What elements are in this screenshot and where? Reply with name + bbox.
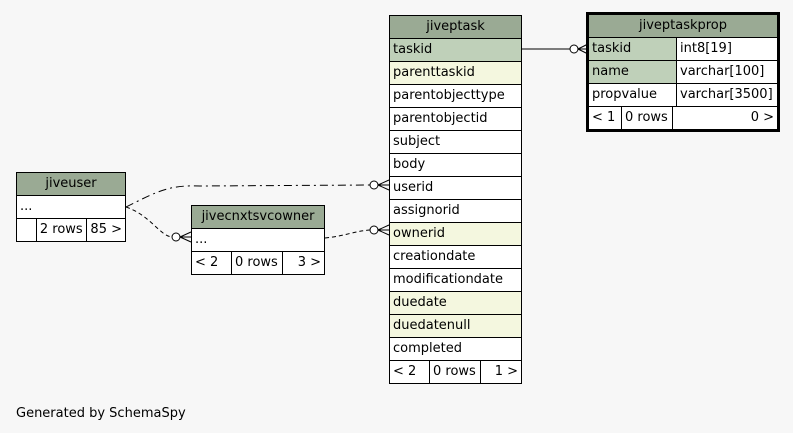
column-ownerid: ownerid bbox=[390, 223, 521, 246]
column-creationdate: creationdate bbox=[390, 246, 521, 269]
relation-cnxt-crowfoot bbox=[179, 231, 192, 243]
row-count: 0 rows bbox=[430, 361, 481, 383]
table-jiveptask[interactable]: jiveptask taskid parenttaskid parentobje… bbox=[389, 15, 522, 384]
children-count: 0 > bbox=[750, 110, 774, 125]
generated-by-label: Generated by SchemaSpy bbox=[16, 406, 186, 421]
relation-userid-crowfoot bbox=[377, 179, 390, 191]
column-type: varchar[3500] bbox=[680, 87, 773, 102]
relation-ownerid-zero-marker bbox=[369, 225, 379, 235]
relation-taskid-zero-marker bbox=[569, 44, 579, 54]
table-footer: < 2 0 rows 1 > bbox=[390, 361, 521, 383]
row-count: 0 rows bbox=[622, 107, 673, 129]
relation-cnxt bbox=[125, 206, 173, 238]
parents-count: < 2 bbox=[192, 252, 232, 274]
column-userid: userid bbox=[390, 177, 521, 200]
children-count: 1 > bbox=[494, 364, 518, 379]
table-title: jiveuser bbox=[17, 173, 125, 196]
column-type: int8[19] bbox=[680, 41, 732, 56]
column-parenttaskid: parenttaskid bbox=[390, 62, 521, 85]
table-title: jivecnxtsvcowner bbox=[192, 206, 324, 229]
column-completed: completed bbox=[390, 338, 521, 361]
column-propvalue: propvalue varchar[3500] bbox=[589, 84, 777, 107]
relation-userid bbox=[125, 184, 371, 208]
column-name: name bbox=[589, 61, 677, 83]
column-modificationdate: modificationdate bbox=[390, 269, 521, 292]
table-jivecnxtsvcowner[interactable]: jivecnxtsvcowner ... < 2 0 rows 3 > bbox=[191, 205, 325, 275]
relation-cnxt-zero-marker bbox=[171, 232, 181, 242]
column-assignorid: assignorid bbox=[390, 200, 521, 223]
column-taskid: taskid int8[19] bbox=[589, 38, 777, 61]
column-body: body bbox=[390, 154, 521, 177]
parents-count: < 2 bbox=[390, 361, 430, 383]
relation-ownerid-crowfoot bbox=[377, 224, 390, 236]
table-jiveuser[interactable]: jiveuser ... 2 rows 85 > bbox=[16, 172, 126, 242]
relation-userid-zero-marker bbox=[369, 180, 379, 190]
column-ellipsis: ... bbox=[192, 229, 324, 252]
column-duedate: duedate bbox=[390, 292, 521, 315]
table-footer: 2 rows 85 > bbox=[17, 219, 125, 241]
table-title: jiveptask bbox=[390, 16, 521, 39]
relation-ownerid bbox=[324, 229, 371, 239]
column-type: varchar[100] bbox=[680, 64, 765, 79]
column-parentobjecttype: parentobjecttype bbox=[390, 85, 521, 108]
column-name: propvalue bbox=[589, 84, 677, 106]
parents-count bbox=[17, 219, 37, 241]
parents-count: < 1 bbox=[589, 107, 622, 129]
column-name: taskid bbox=[589, 38, 677, 60]
column-taskid: taskid bbox=[390, 39, 521, 62]
table-footer: < 1 0 rows 0 > bbox=[589, 107, 777, 129]
table-footer: < 2 0 rows 3 > bbox=[192, 252, 324, 274]
column-parentobjectid: parentobjectid bbox=[390, 108, 521, 131]
column-ellipsis: ... bbox=[17, 196, 125, 219]
column-name-row: name varchar[100] bbox=[589, 61, 777, 84]
column-duedatenull: duedatenull bbox=[390, 315, 521, 338]
row-count: 0 rows bbox=[232, 252, 283, 274]
row-count: 2 rows bbox=[37, 219, 88, 241]
children-count: 3 > bbox=[297, 255, 321, 270]
column-subject: subject bbox=[390, 131, 521, 154]
table-title: jiveptaskprop bbox=[589, 15, 777, 38]
children-count: 85 > bbox=[90, 222, 122, 237]
table-jiveptaskprop[interactable]: jiveptaskprop taskid int8[19] name varch… bbox=[586, 12, 780, 132]
